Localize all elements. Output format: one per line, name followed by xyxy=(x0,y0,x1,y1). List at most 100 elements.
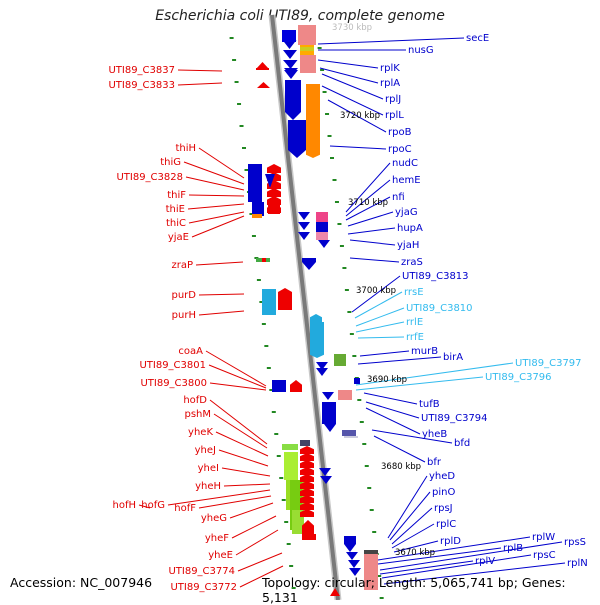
leader-line xyxy=(208,364,267,389)
leader-line xyxy=(389,491,431,541)
leader-line xyxy=(319,67,379,84)
leader-line xyxy=(188,194,245,197)
leader-line xyxy=(345,196,391,221)
gene-block xyxy=(338,390,352,400)
leader-line xyxy=(371,429,453,444)
gene-arrow xyxy=(346,552,358,560)
gene-label-rpsJ: rpsJ xyxy=(434,503,453,514)
gene-block xyxy=(268,200,280,214)
gene-arrow xyxy=(282,40,297,49)
gene-arrow xyxy=(300,460,314,468)
gene-label-thiG: thiG xyxy=(160,157,181,168)
gene-label-UTI89_C3800: UTI89_C3800 xyxy=(140,378,207,389)
gene-block xyxy=(272,380,286,392)
leader-line xyxy=(381,554,532,579)
gene-block xyxy=(310,322,324,350)
gene-label-nfi: nfi xyxy=(392,192,405,203)
gene-block xyxy=(322,402,336,424)
leader-line xyxy=(355,307,405,327)
gene-label-pshM: pshM xyxy=(184,409,211,420)
gene-arrow xyxy=(285,112,301,120)
gene-label-UTI89_C3796: UTI89_C3796 xyxy=(485,372,552,383)
gene-block xyxy=(298,25,316,45)
gene-label-UTI89_C3794: UTI89_C3794 xyxy=(421,413,488,424)
gene-label-rplJ: rplJ xyxy=(385,94,401,105)
gene-arrow xyxy=(288,150,306,158)
gene-block xyxy=(302,258,316,262)
gene-block xyxy=(316,222,328,232)
leader-line xyxy=(379,560,474,575)
gene-arrow xyxy=(349,568,361,576)
gene-label-UTI89_C3772: UTI89_C3772 xyxy=(170,582,237,593)
gene-arrow xyxy=(318,240,330,248)
gene-label-rplD: rplD xyxy=(440,536,461,547)
gene-arrow xyxy=(300,509,314,517)
gene-label-thiF: thiF xyxy=(167,190,186,201)
gene-arrow xyxy=(324,424,336,432)
leader-line xyxy=(377,547,502,565)
gene-block xyxy=(344,436,358,438)
label-leader-lines xyxy=(138,37,566,588)
gene-block xyxy=(316,212,328,222)
gene-label-yjaH: yjaH xyxy=(397,240,419,251)
leader-line xyxy=(237,552,283,572)
leader-line xyxy=(221,467,271,477)
gene-arrow xyxy=(316,368,328,376)
gene-block xyxy=(262,289,276,315)
gene-block xyxy=(282,30,296,42)
gene-arrow xyxy=(265,174,275,188)
gene-block xyxy=(285,80,301,112)
gene-label-rpsS: rpsS xyxy=(564,537,586,548)
gene-block xyxy=(284,452,298,480)
leader-line xyxy=(347,227,396,235)
gene-arrow xyxy=(300,495,314,503)
gene-arrow xyxy=(310,314,322,322)
gene-label-yheB: yheB xyxy=(422,429,447,440)
gene-label-murB: murB xyxy=(411,346,438,357)
leader-line xyxy=(349,239,396,246)
gene-block xyxy=(334,354,346,366)
leader-line xyxy=(198,310,245,316)
scale-label: 3710 kbp xyxy=(348,198,388,208)
gene-label-thiC: thiC xyxy=(166,218,186,229)
gene-label-rplK: rplK xyxy=(380,63,400,74)
scale-label: 3690 kbp xyxy=(367,375,407,385)
leader-line xyxy=(235,529,279,556)
gene-label-UTI89_C3810: UTI89_C3810 xyxy=(406,303,473,314)
gene-arrow xyxy=(302,262,316,270)
leader-line xyxy=(383,562,566,585)
leader-line xyxy=(354,291,403,319)
leader-line xyxy=(393,540,439,553)
gene-block xyxy=(300,47,314,51)
gene-label-rplC: rplC xyxy=(436,519,456,530)
gene-label-yheF: yheF xyxy=(205,533,229,544)
gene-label-rplW: rplW xyxy=(532,532,555,543)
gene-label-yheH: yheH xyxy=(195,481,221,492)
gene-block xyxy=(302,534,316,540)
gene-arrow xyxy=(298,222,310,230)
leader-line xyxy=(209,382,267,391)
gene-label-UTI89_C3828: UTI89_C3828 xyxy=(116,172,183,183)
gene-arrow xyxy=(290,380,302,392)
gene-arrow xyxy=(267,164,281,173)
gene-label-hemE: hemE xyxy=(392,175,421,186)
gene-block xyxy=(364,550,378,590)
backbone-axis xyxy=(268,14,342,600)
gene-arrow xyxy=(300,474,314,482)
gene-label-rplB: rplB xyxy=(503,543,523,554)
gene-block xyxy=(282,444,298,450)
leader-line xyxy=(213,413,268,449)
gene-arrow xyxy=(316,362,328,370)
leader-line xyxy=(223,483,271,487)
accession-text: Accession: NC_007946 xyxy=(10,575,153,590)
gene-label-thiE: thiE xyxy=(166,204,185,215)
gene-arrow xyxy=(267,188,281,197)
leader-line xyxy=(187,203,245,210)
gene-arrow xyxy=(283,50,297,59)
gene-block xyxy=(354,378,360,384)
gene-label-yjaE: yjaE xyxy=(168,232,189,243)
gene-label-rpoB: rpoB xyxy=(388,127,412,138)
leader-line xyxy=(183,161,245,185)
gene-arrow xyxy=(300,446,314,454)
gene-label-coaA: coaA xyxy=(178,346,203,357)
